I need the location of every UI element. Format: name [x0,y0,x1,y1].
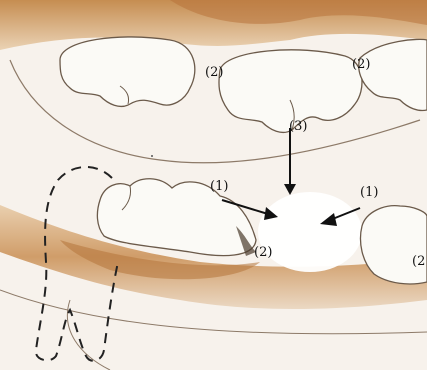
label-lower-right-edge-2: (2 [412,255,425,269]
label-upper-3: (3) [289,120,307,134]
gap-space [258,192,362,272]
label-lower-right-1: (1) [360,186,378,200]
label-upper-right-2: (2) [352,58,370,72]
label-upper-left-2: (2) [205,66,223,80]
label-lower-left-1: (1) [210,180,228,194]
speck [151,155,153,157]
label-lower-mid-2: (2) [254,246,272,260]
